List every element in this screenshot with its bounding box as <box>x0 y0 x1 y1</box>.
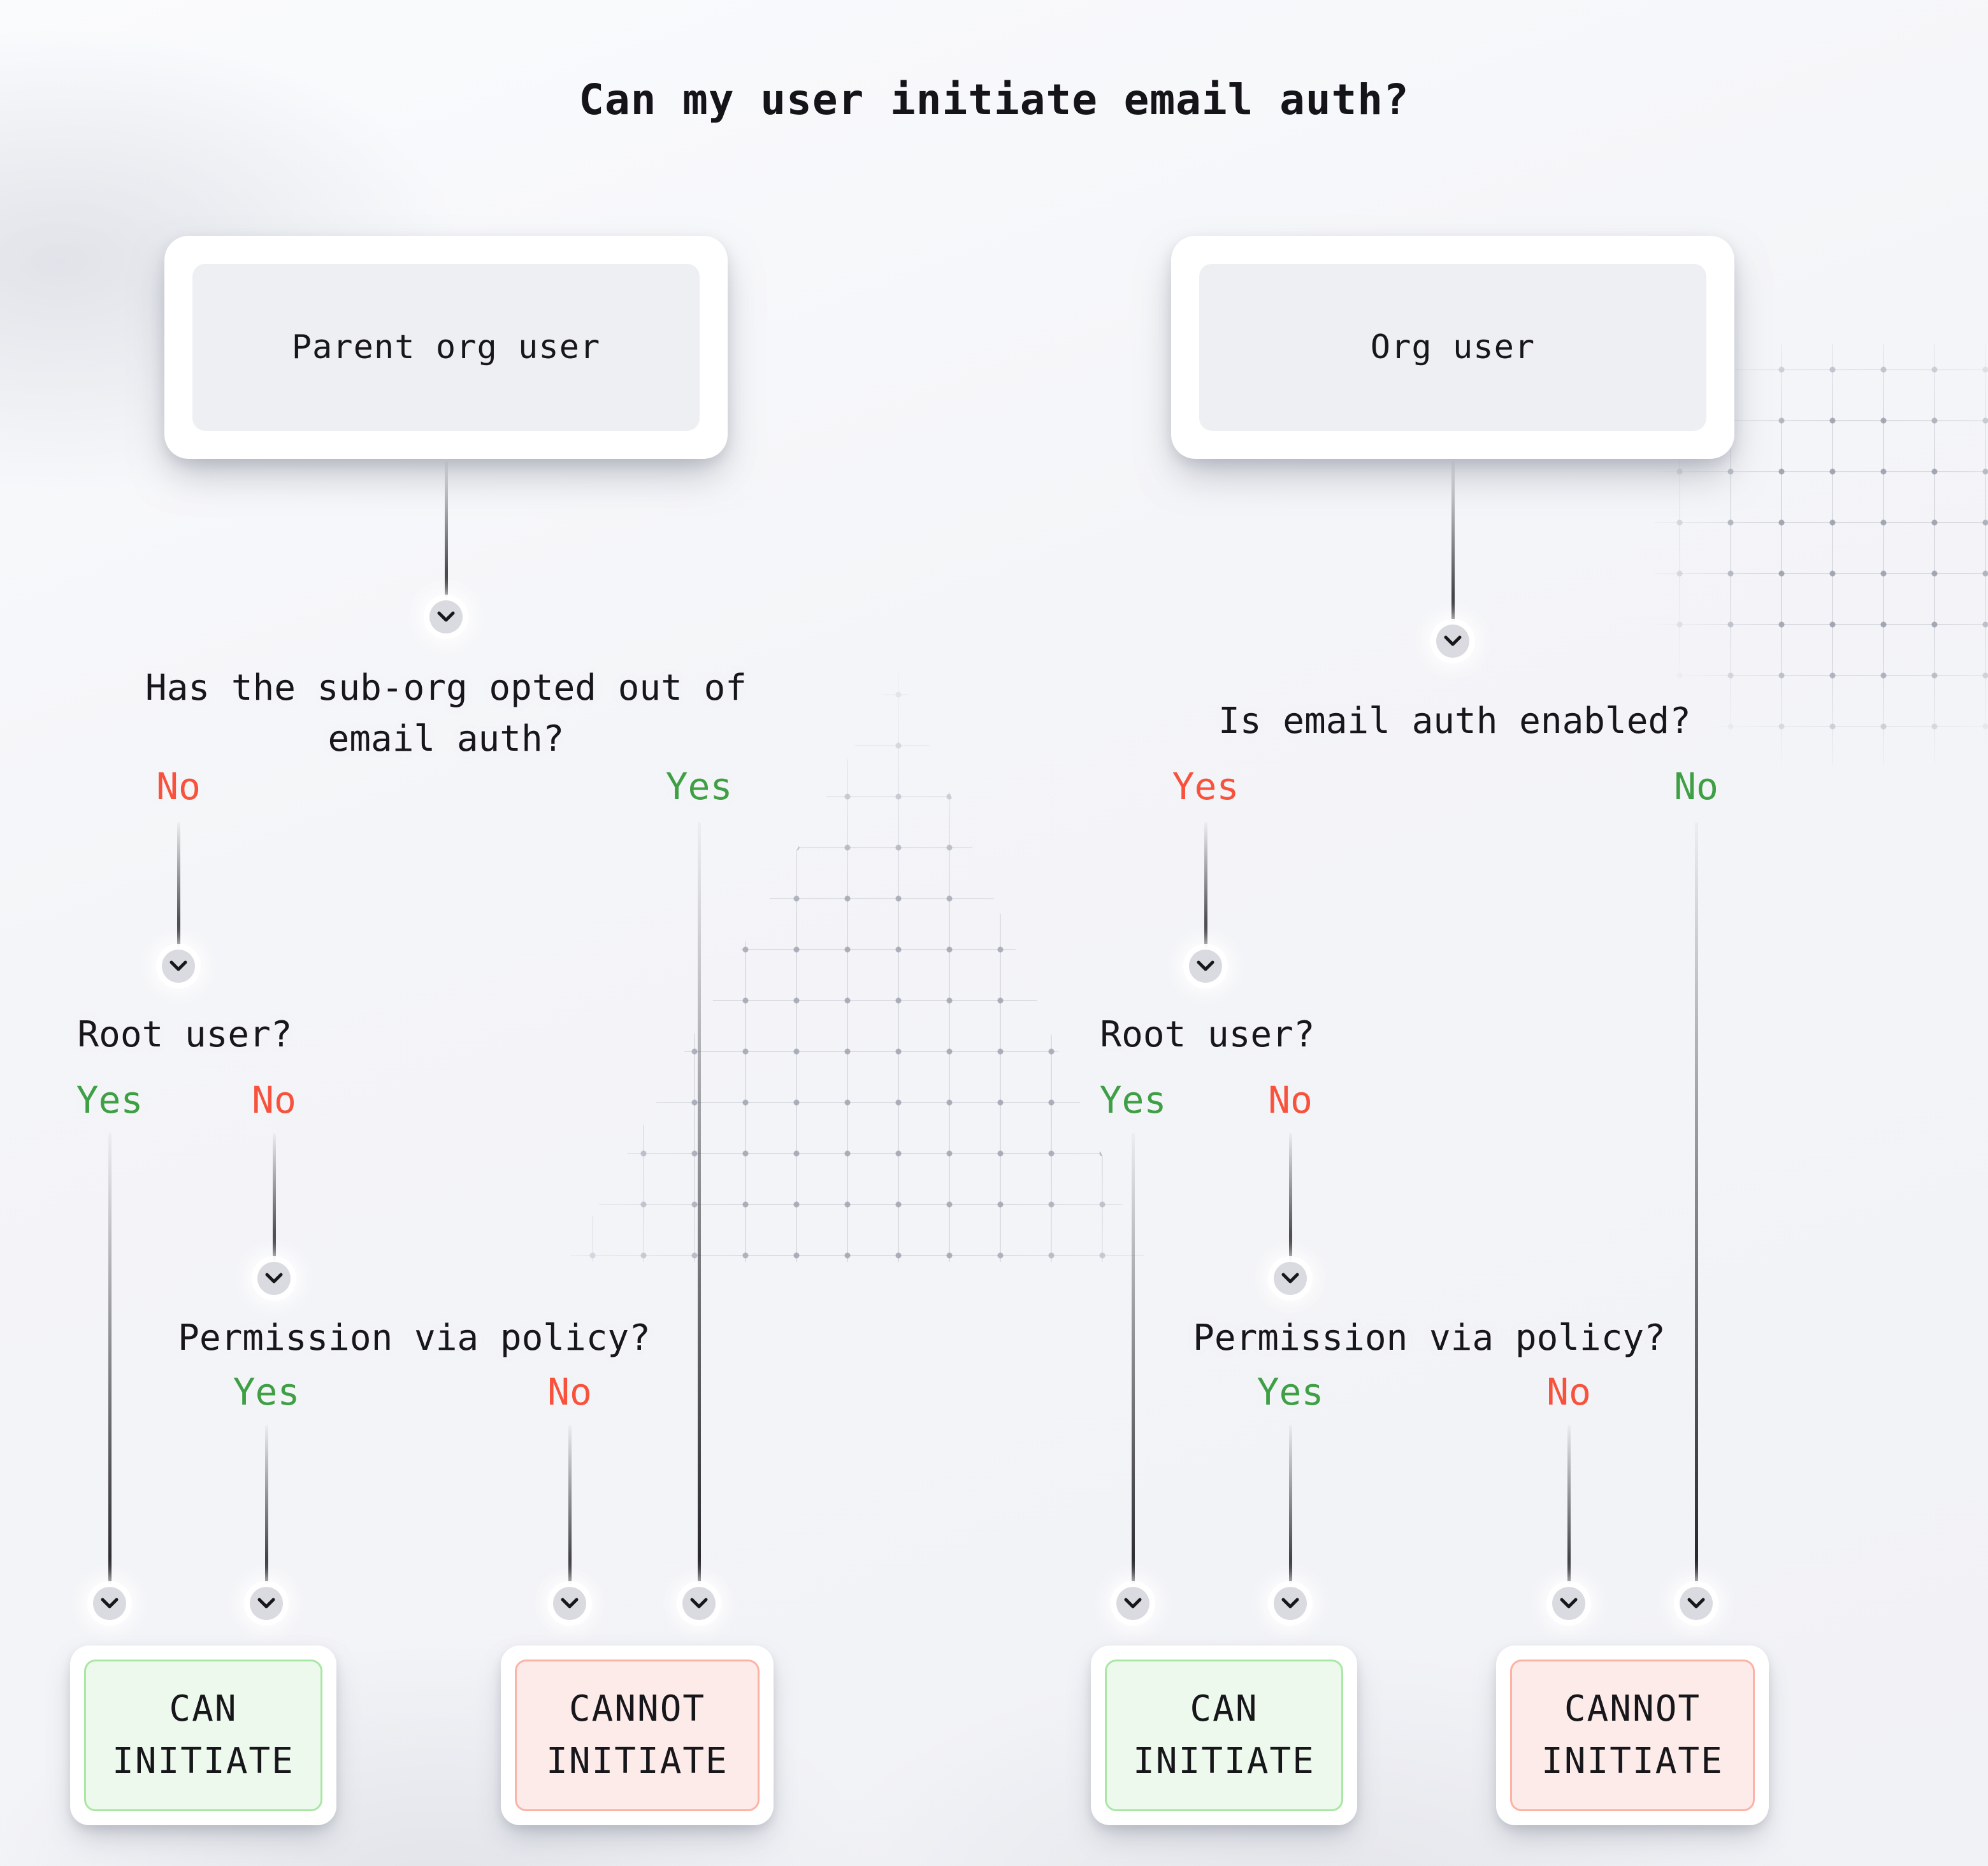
question-permission-policy-org: Permission via policy? <box>1193 1317 1666 1359</box>
arrow-terminal <box>162 950 195 983</box>
arrow-terminal <box>1680 1587 1713 1620</box>
chevron-down-icon <box>1124 1598 1142 1609</box>
arrow-terminal <box>1274 1587 1307 1620</box>
chevron-down-icon <box>690 1598 708 1609</box>
arrow-terminal <box>1552 1587 1585 1620</box>
connector-line <box>1694 822 1698 1584</box>
outcome-can-initiate-card: CAN INITIATE <box>1091 1645 1357 1825</box>
connector-line <box>444 461 448 598</box>
outcome-text-line: CANNOT <box>568 1688 706 1730</box>
answer-no: No <box>547 1370 592 1414</box>
outcome-can-initiate: CAN INITIATE <box>84 1660 322 1811</box>
outcome-cannot-initiate-card: CANNOT INITIATE <box>1496 1645 1769 1825</box>
question-email-auth-enabled: Is email auth enabled? <box>1218 700 1691 742</box>
arrow-terminal <box>1189 950 1222 983</box>
answer-no: No <box>1546 1370 1591 1414</box>
outcome-text-line: INITIATE <box>1133 1740 1315 1782</box>
answer-yes: Yes <box>1172 765 1239 808</box>
connector-line <box>1567 1425 1571 1584</box>
connector-line <box>697 822 701 1584</box>
question-root-user-parent: Root user? <box>77 1014 292 1055</box>
chevron-down-icon <box>1281 1273 1299 1284</box>
arrow-terminal <box>257 1262 291 1295</box>
answer-no: No <box>1674 765 1718 808</box>
chevron-down-icon <box>265 1273 283 1284</box>
question-root-user-org: Root user? <box>1100 1014 1315 1055</box>
outcome-text-line: CAN <box>1190 1688 1258 1730</box>
outcome-can-initiate: CAN INITIATE <box>1105 1660 1343 1811</box>
outcome-can-initiate-card: CAN INITIATE <box>70 1645 336 1825</box>
question-line: email auth? <box>328 718 565 760</box>
connector-line <box>1288 1133 1292 1262</box>
chevron-down-icon <box>1687 1598 1705 1609</box>
outcome-text-line: INITIATE <box>546 1740 728 1782</box>
chevron-down-icon <box>1444 635 1462 646</box>
answer-yes: Yes <box>665 765 733 808</box>
outcome-text-line: INITIATE <box>1541 1740 1724 1782</box>
connector-line <box>1451 461 1455 622</box>
org-user-label: Org user <box>1199 264 1706 431</box>
arrow-terminal <box>553 1587 586 1620</box>
outcome-cannot-initiate: CANNOT INITIATE <box>1510 1660 1755 1811</box>
arrow-terminal <box>1436 625 1469 658</box>
outcome-text-line: INITIATE <box>112 1740 294 1782</box>
parent-org-user-label: Parent org user <box>192 264 700 431</box>
connector-line <box>108 1133 112 1584</box>
outcome-cannot-initiate: CANNOT INITIATE <box>515 1660 760 1811</box>
chevron-down-icon <box>561 1598 579 1609</box>
connector-line <box>264 1425 268 1584</box>
answer-yes: Yes <box>233 1370 300 1414</box>
diagram-title: Can my user initiate email auth? <box>579 75 1409 124</box>
chevron-down-icon <box>1197 960 1214 971</box>
answer-yes: Yes <box>1257 1370 1324 1414</box>
connector-line <box>176 822 180 948</box>
arrow-terminal <box>682 1587 716 1620</box>
question-line: Has the sub-org opted out of <box>145 667 747 709</box>
connector-line <box>1131 1133 1135 1584</box>
chevron-down-icon <box>1560 1598 1578 1609</box>
chevron-down-icon <box>169 960 187 971</box>
parent-org-user-card: Parent org user <box>164 236 728 459</box>
answer-no: No <box>252 1078 296 1122</box>
outcome-text-line: CANNOT <box>1564 1688 1701 1730</box>
question-suborg-opted-out: Has the sub-org opted out of email auth? <box>145 663 747 765</box>
org-user-card: Org user <box>1171 236 1734 459</box>
chevron-down-icon <box>101 1598 119 1609</box>
arrow-terminal <box>250 1587 283 1620</box>
chevron-down-icon <box>257 1598 275 1609</box>
outcome-cannot-initiate-card: CANNOT INITIATE <box>501 1645 774 1825</box>
answer-no: No <box>1268 1078 1313 1122</box>
chevron-down-icon <box>437 611 455 622</box>
arrow-terminal <box>1274 1262 1307 1295</box>
connector-line <box>568 1425 572 1584</box>
connector-line <box>272 1133 276 1262</box>
arrow-terminal <box>429 600 463 633</box>
arrow-terminal <box>93 1587 126 1620</box>
answer-no: No <box>156 765 201 808</box>
answer-yes: Yes <box>76 1078 143 1122</box>
connector-line <box>1204 822 1207 948</box>
question-permission-policy-parent: Permission via policy? <box>178 1317 651 1359</box>
answer-yes: Yes <box>1099 1078 1167 1122</box>
connector-line <box>1288 1425 1292 1584</box>
arrow-terminal <box>1116 1587 1149 1620</box>
outcome-text-line: CAN <box>169 1688 238 1730</box>
chevron-down-icon <box>1281 1598 1299 1609</box>
